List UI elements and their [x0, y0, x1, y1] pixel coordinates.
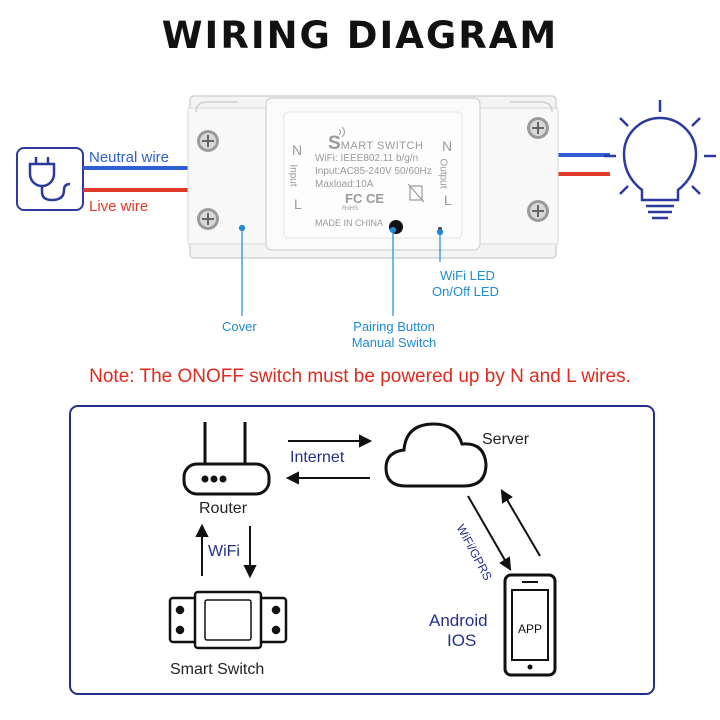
- input-n: N: [292, 142, 303, 158]
- spec-input: Input:AC85-240V 50/60Hz: [315, 166, 432, 177]
- pairing-button-callout: Pairing Button: [353, 319, 435, 334]
- smart-switch-label: Smart Switch: [170, 661, 265, 678]
- cover-callout: Cover: [222, 319, 257, 334]
- output-n: N: [442, 138, 453, 154]
- screw-icon: [527, 117, 549, 139]
- android-label: Android: [429, 611, 488, 630]
- server-label: Server: [482, 431, 530, 448]
- spec-wifi: WiFi: IEEE802.11 b/g/n: [315, 153, 419, 164]
- made-in-china: MADE IN CHINA: [315, 218, 384, 228]
- page-title: WIRING DIAGRAM: [161, 14, 559, 57]
- recycle-bin-icon: [409, 185, 423, 201]
- manual-switch-callout: Manual Switch: [351, 335, 437, 350]
- light-bulb-icon: [604, 100, 716, 220]
- router-icon: [182, 422, 271, 496]
- wifi-led-callout: WiFi LED: [440, 268, 495, 283]
- onoff-led-callout: On/Off LED: [432, 284, 499, 299]
- device-brand: SMART SWITCH: [328, 133, 423, 155]
- power-note: Note: The ONOFF switch must be powered u…: [89, 366, 631, 387]
- app-label: APP: [517, 622, 542, 636]
- rohs-mark: RoHS: [342, 206, 359, 212]
- network-frame: [69, 405, 655, 695]
- router-label: Router: [199, 500, 248, 517]
- ios-label: IOS: [447, 631, 477, 650]
- certification-marks: FC CE: [345, 191, 384, 206]
- screw-icon: [527, 200, 549, 222]
- wiring-graphic: [16, 95, 716, 316]
- spec-load: Maxload:10A: [315, 179, 374, 190]
- plug-icon: [16, 147, 84, 211]
- internet-label: Internet: [290, 449, 345, 466]
- brand-rest: MART SWITCH: [340, 140, 424, 152]
- screw-icon: [197, 208, 219, 230]
- neutral-wire-label: Neutral wire: [89, 149, 170, 166]
- phone-icon: [503, 573, 557, 677]
- smart-switch-icon: [168, 590, 288, 650]
- output-l: L: [444, 192, 452, 208]
- wifi-label: WiFi: [208, 543, 240, 560]
- cloud-server-icon: [384, 422, 488, 488]
- brand-s: S: [328, 133, 341, 154]
- screw-icon: [197, 130, 219, 152]
- smart-switch-device: [187, 95, 559, 259]
- input-l: L: [294, 196, 302, 212]
- live-wire-label: Live wire: [89, 198, 149, 215]
